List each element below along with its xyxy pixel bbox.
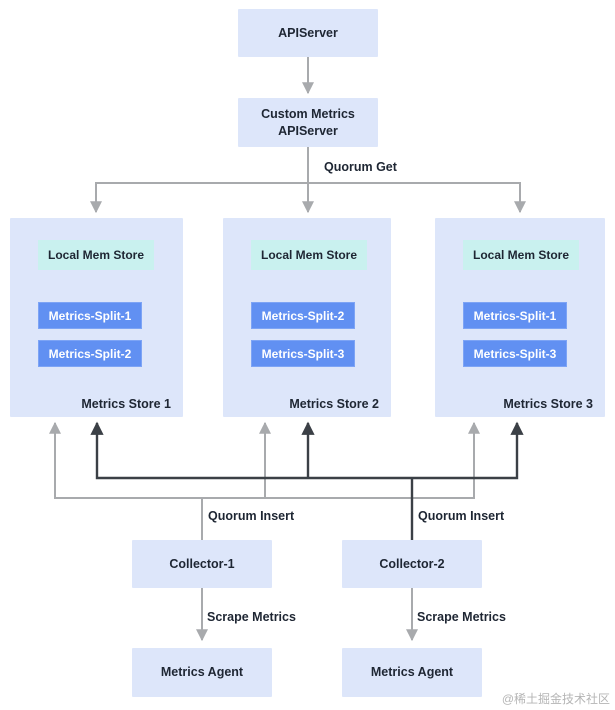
node-api-server: APIServer bbox=[238, 9, 378, 57]
node-metrics-store-3: Local Mem Store Metrics-Split-1 Metrics-… bbox=[435, 218, 605, 417]
store-title: Metrics Store 3 bbox=[503, 397, 593, 411]
node-collector-1: Collector-1 bbox=[132, 540, 272, 588]
edge-label-quorum-insert-1: Quorum Insert bbox=[208, 509, 295, 523]
watermark: @稀土掘金技术社区 bbox=[501, 692, 610, 706]
local-mem-store: Local Mem Store bbox=[38, 240, 154, 270]
node-collector-2: Collector-2 bbox=[342, 540, 482, 588]
metrics-split-box: Metrics-Split-3 bbox=[251, 340, 355, 367]
node-metrics-agent-2: Metrics Agent bbox=[342, 648, 482, 697]
store-title: Metrics Store 1 bbox=[81, 397, 171, 411]
edge-label-scrape-metrics-2: Scrape Metrics bbox=[417, 610, 506, 624]
local-mem-store: Local Mem Store bbox=[251, 240, 367, 270]
node-metrics-agent-1: Metrics Agent bbox=[132, 648, 272, 697]
node-metrics-store-1: Local Mem Store Metrics-Split-1 Metrics-… bbox=[10, 218, 183, 417]
metrics-split-box: Metrics-Split-1 bbox=[38, 302, 142, 329]
node-custom-metrics-api-server: Custom Metrics APIServer bbox=[238, 98, 378, 147]
metrics-split-box: Metrics-Split-1 bbox=[463, 302, 567, 329]
store-title: Metrics Store 2 bbox=[289, 397, 379, 411]
metrics-split-box: Metrics-Split-3 bbox=[463, 340, 567, 367]
metrics-split-box: Metrics-Split-2 bbox=[251, 302, 355, 329]
edge-label-quorum-get: Quorum Get bbox=[324, 160, 397, 174]
edge-label-quorum-insert-2: Quorum Insert bbox=[418, 509, 505, 523]
local-mem-store: Local Mem Store bbox=[463, 240, 579, 270]
node-metrics-store-2: Local Mem Store Metrics-Split-2 Metrics-… bbox=[223, 218, 391, 417]
metrics-split-box: Metrics-Split-2 bbox=[38, 340, 142, 367]
edge-label-scrape-metrics-1: Scrape Metrics bbox=[207, 610, 296, 624]
